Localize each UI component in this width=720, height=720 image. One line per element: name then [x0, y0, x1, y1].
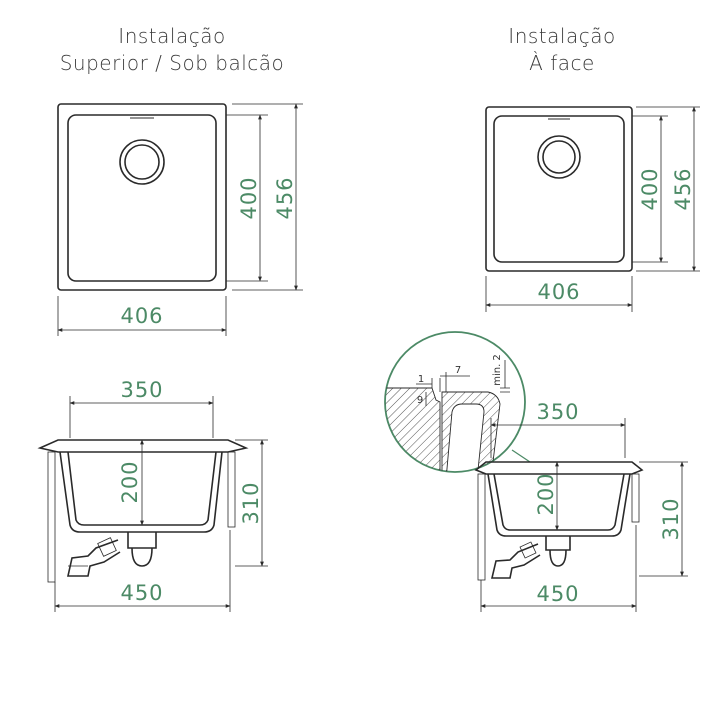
title-flush-mount-line2: À face — [529, 51, 595, 75]
dim-top-width-left: 406 — [120, 304, 163, 328]
dim-section-inner-width-left: 350 — [120, 378, 163, 402]
dim-top-outer-depth-right: 456 — [671, 167, 695, 210]
drain-inner-right — [542, 140, 576, 174]
drain-outer-right — [537, 135, 581, 179]
installation-flush-mount: Instalação À face 400 456 406 — [384, 24, 700, 612]
title-top-mount-line2: Superior / Sob balcão — [60, 51, 285, 75]
top-view-left: 400 456 406 — [57, 103, 303, 336]
title-top-mount-line1: Instalação — [118, 24, 225, 48]
dim-top-inner-depth-right: 400 — [638, 167, 662, 210]
dim-section-bowl-depth-right: 200 — [534, 472, 558, 515]
detail-dim-min: min. 2 — [492, 354, 503, 386]
dim-section-total-height-right: 310 — [659, 497, 683, 540]
section-view-right: 350 200 310 450 — [474, 400, 688, 612]
detail-dim-7: 7 — [455, 365, 461, 376]
dim-section-outer-width-left: 450 — [120, 581, 163, 605]
dim-section-inner-width-right: 350 — [536, 400, 579, 424]
dim-section-total-height-left: 310 — [239, 481, 263, 524]
dim-top-inner-depth-left: 400 — [237, 176, 261, 219]
installation-top-mount: Instalação Superior / Sob balcão 400 456… — [37, 24, 303, 612]
detail-dim-9: 9 — [417, 395, 423, 406]
drain-inner-left — [124, 144, 160, 180]
top-view-right: 400 456 406 — [485, 106, 700, 312]
dim-section-bowl-depth-left: 200 — [118, 460, 142, 503]
drain-outer-left — [119, 139, 165, 185]
title-flush-mount-line1: Instalação — [508, 24, 615, 48]
detail-callout: 1 7 9 min. 2 — [384, 331, 531, 473]
dim-section-outer-width-right: 450 — [536, 582, 579, 606]
detail-dim-1: 1 — [418, 374, 424, 385]
section-view-left: 350 200 310 — [37, 378, 268, 612]
dim-top-outer-depth-left: 456 — [273, 176, 297, 219]
dim-top-width-right: 406 — [537, 280, 580, 304]
